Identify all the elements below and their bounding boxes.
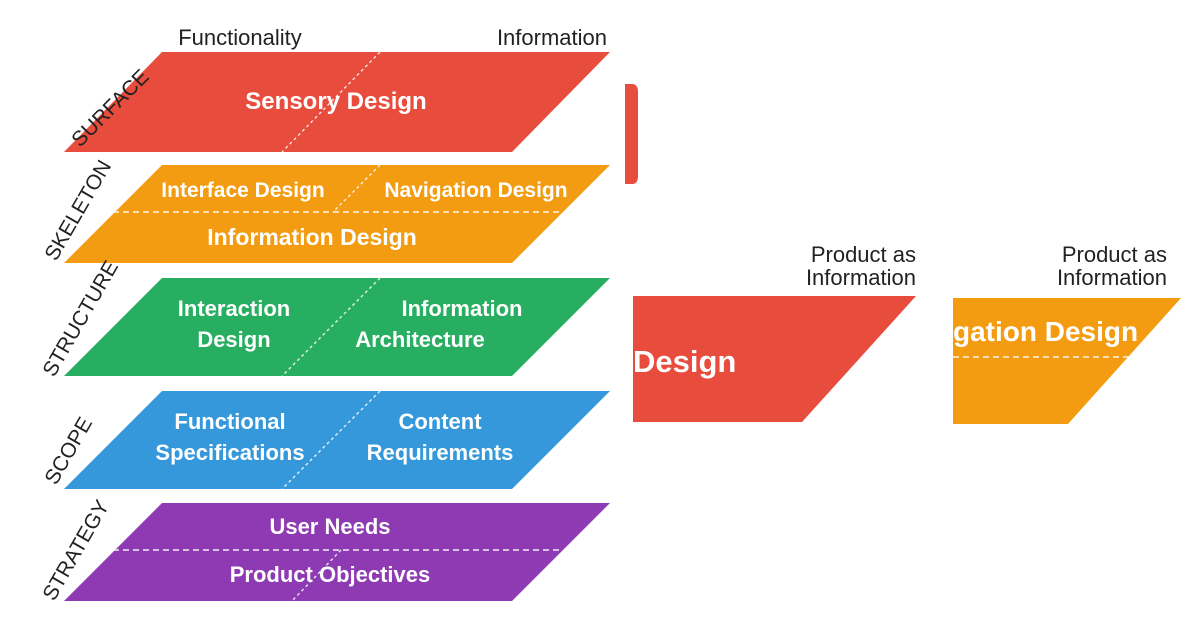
orange-fragment-label: gation Design — [953, 316, 1138, 347]
information-architecture-label-line1: Information — [402, 296, 523, 321]
information-design-label: Information Design — [207, 224, 417, 250]
interaction-design-label-line1: Interaction — [178, 296, 290, 321]
navigation-design-label: Navigation Design — [384, 179, 567, 202]
strategy-plane — [64, 503, 610, 601]
orange-fragment-plane — [953, 298, 1181, 424]
surface-tab — [625, 84, 638, 184]
interface-design-label: Interface Design — [161, 179, 324, 202]
red-fragment-label: Design — [633, 344, 736, 379]
functional-specifications-label-line2: Specifications — [155, 440, 304, 465]
product-objectives-label: Product Objectives — [230, 562, 431, 587]
information-architecture-label-line2: Architecture — [355, 327, 485, 352]
interaction-design-label-line2: Design — [197, 327, 270, 352]
functional-specifications-label-line1: Functional — [174, 409, 285, 434]
functionality-label: Functionality — [178, 25, 302, 50]
structure-plane — [64, 278, 610, 376]
red-fragment-heading-line2: Information — [806, 265, 916, 290]
scope-divider — [281, 390, 381, 490]
orange-fragment-heading-line2: Information — [1057, 265, 1167, 290]
red-fragment-plane — [633, 296, 916, 422]
orange-fragment-heading-line1: Product as — [1062, 242, 1167, 267]
information-label: Information — [497, 25, 607, 50]
content-requirements-label-line1: Content — [398, 409, 482, 434]
skeleton-divider-diagonal — [332, 164, 381, 213]
sensory-design-label: Sensory Design — [245, 88, 426, 115]
content-requirements-label-line2: Requirements — [367, 440, 514, 465]
user-needs-label: User Needs — [269, 514, 390, 539]
red-fragment-heading-line1: Product as — [811, 242, 916, 267]
scope-plane — [64, 391, 610, 489]
surface-plane — [64, 52, 610, 152]
skeleton-plane — [64, 165, 610, 263]
surface-divider — [281, 51, 381, 153]
structure-divider — [281, 277, 381, 377]
